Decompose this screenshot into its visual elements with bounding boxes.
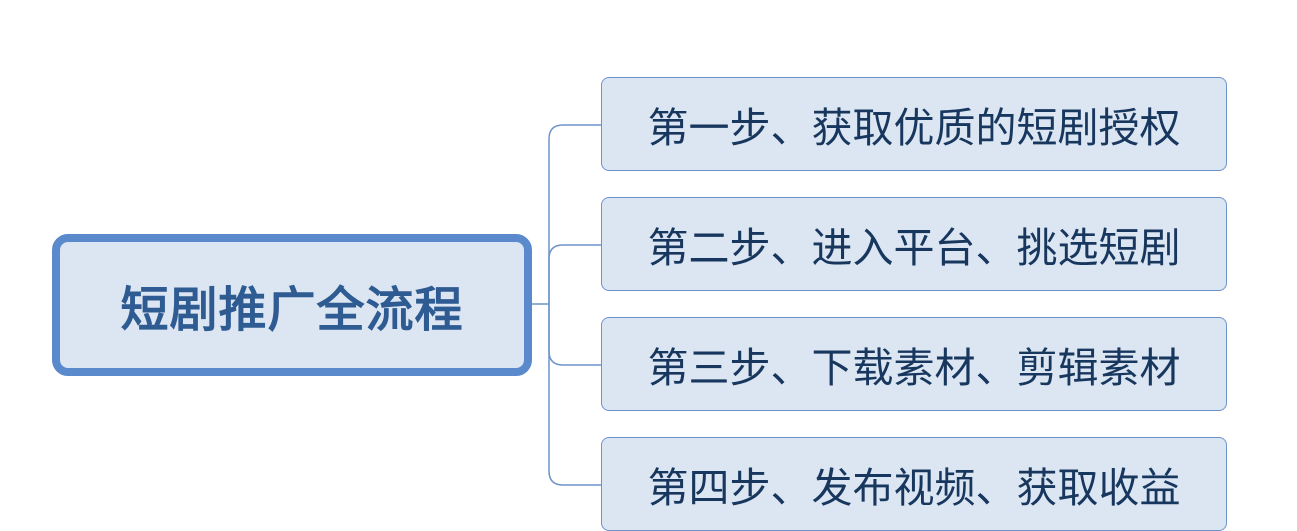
step-label: 第三步、下载素材、剪辑素材 (647, 344, 1181, 392)
root-node-label: 短剧推广全流程 (120, 282, 464, 338)
connector-step-4 (548, 304, 601, 486)
step-label: 第二步、进入平台、挑选短剧 (647, 224, 1181, 272)
step-node-3[interactable]: 第三步、下载素材、剪辑素材 (601, 317, 1227, 411)
connector-step-3 (548, 304, 601, 366)
step-node-4[interactable]: 第四步、发布视频、获取收益 (601, 437, 1227, 531)
step-label: 第四步、发布视频、获取收益 (647, 464, 1181, 512)
connector-step-1 (548, 124, 601, 304)
connector-step-2 (548, 244, 601, 304)
step-label: 第一步、获取优质的短剧授权 (647, 104, 1181, 152)
step-node-1[interactable]: 第一步、获取优质的短剧授权 (601, 77, 1227, 171)
connector-lines (532, 124, 601, 486)
root-node[interactable]: 短剧推广全流程 (52, 234, 532, 376)
step-node-2[interactable]: 第二步、进入平台、挑选短剧 (601, 197, 1227, 291)
